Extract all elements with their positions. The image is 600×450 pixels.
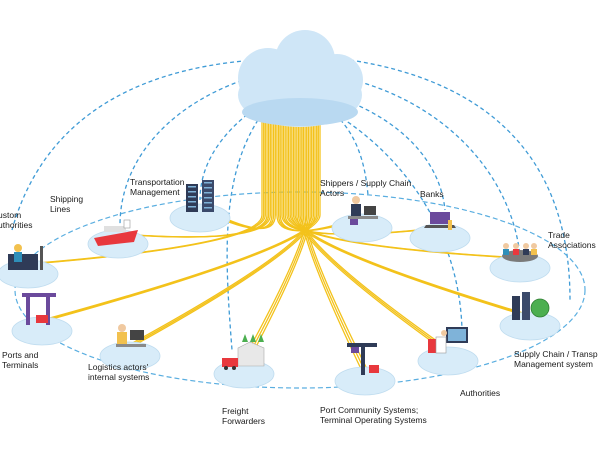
label-port-community-systems: Port Community Systems;Terminal Operatin…	[320, 405, 427, 425]
node-transportation-management[interactable]	[169, 180, 231, 233]
ship-icon	[94, 219, 138, 246]
label-line: Transportation	[130, 177, 185, 187]
fiber-line	[38, 112, 318, 322]
fiber-line	[284, 112, 444, 235]
label-line: Authorities	[460, 388, 500, 398]
fiber-line	[41, 112, 319, 322]
dashed-link	[341, 117, 463, 331]
label-line: internal systems	[88, 372, 149, 382]
server-globe-icon	[512, 292, 550, 320]
person-desk-icon	[348, 196, 378, 225]
fiber-line	[301, 112, 363, 372]
node-ports-terminals[interactable]	[11, 293, 73, 346]
node-trade-associations[interactable]	[489, 243, 551, 283]
cloud-icon	[238, 30, 363, 127]
label-line: Associations	[548, 240, 596, 250]
label-line: Ports and	[2, 350, 39, 360]
node-shippers[interactable]	[331, 196, 393, 243]
label-line: Port Community Systems;	[320, 405, 418, 415]
node-banks[interactable]	[409, 212, 471, 253]
fiber-line	[132, 112, 316, 347]
node-freight-forwarders[interactable]	[213, 334, 275, 389]
fiber-line	[291, 112, 528, 317]
dashed-link	[199, 97, 271, 201]
node-platform	[409, 223, 471, 253]
label-line: Supply Chain / Transp	[514, 349, 598, 359]
label-line: uthorities	[0, 220, 33, 230]
dashed-link	[119, 73, 263, 226]
laptop-icon	[424, 212, 456, 230]
node-platform	[331, 213, 393, 243]
label-line: ustom	[0, 210, 21, 220]
fiber-line	[120, 112, 271, 238]
fiber-line	[296, 112, 446, 352]
fiber-line	[297, 112, 449, 352]
node-port-community-systems[interactable]	[334, 343, 396, 396]
label-line: Logistics actors'	[88, 362, 149, 372]
node-platform	[169, 203, 231, 233]
dashed-link	[11, 59, 256, 231]
label-line: Terminals	[2, 360, 38, 370]
fiber-line	[246, 112, 311, 365]
dashed-link	[339, 97, 446, 211]
fiber-line	[44, 112, 321, 322]
crane-icon	[347, 343, 379, 375]
label-line: Management	[130, 187, 180, 197]
label-banks: Banks	[420, 189, 444, 199]
fiber-line	[129, 112, 315, 347]
fiber-line	[243, 112, 310, 365]
dashed-links	[11, 59, 571, 351]
label-line: Management system	[514, 359, 593, 369]
fiber-line	[30, 112, 266, 265]
label-line: Forwarders	[222, 416, 265, 426]
server-rack-icon	[186, 180, 214, 212]
node-authorities[interactable]	[417, 327, 479, 376]
node-platform	[99, 341, 161, 371]
fiber-line	[292, 112, 531, 317]
fiber-line	[299, 112, 452, 352]
fiber-line	[126, 112, 313, 347]
fiber-line	[302, 112, 366, 372]
port-crane-icon	[22, 293, 56, 325]
dashed-link	[349, 59, 571, 301]
label-logistics-actors: Logistics actors'internal systems	[88, 362, 149, 382]
dashed-link	[344, 77, 521, 256]
fiber-line	[240, 112, 308, 365]
label-authorities: Authorities	[460, 388, 500, 398]
label-line: Banks	[420, 189, 444, 199]
node-platform	[417, 346, 479, 376]
label-line: Shipping	[50, 194, 83, 204]
person-computer-icon	[116, 324, 146, 347]
warehouse-truck-icon	[222, 334, 265, 370]
office-desk-icon	[8, 244, 43, 270]
node-supply-chain-management[interactable]	[499, 292, 561, 341]
fiber-line	[289, 112, 524, 259]
fiber-line	[304, 112, 369, 372]
fiber-line	[294, 112, 534, 317]
node-logistics-actors[interactable]	[99, 324, 161, 371]
label-line: Freight	[222, 406, 249, 416]
label-line: Shippers / Supply Chain	[320, 178, 411, 188]
label-line: Actors	[320, 188, 344, 198]
label-line: Terminal Operating Systems	[320, 415, 427, 425]
label-line: Lines	[50, 204, 70, 214]
label-line: Trade	[548, 230, 570, 240]
documents-icon	[428, 327, 468, 354]
node-shipping-lines[interactable]	[87, 219, 149, 259]
node-custom-authorities[interactable]	[0, 244, 59, 289]
meeting-table-icon	[502, 243, 538, 262]
